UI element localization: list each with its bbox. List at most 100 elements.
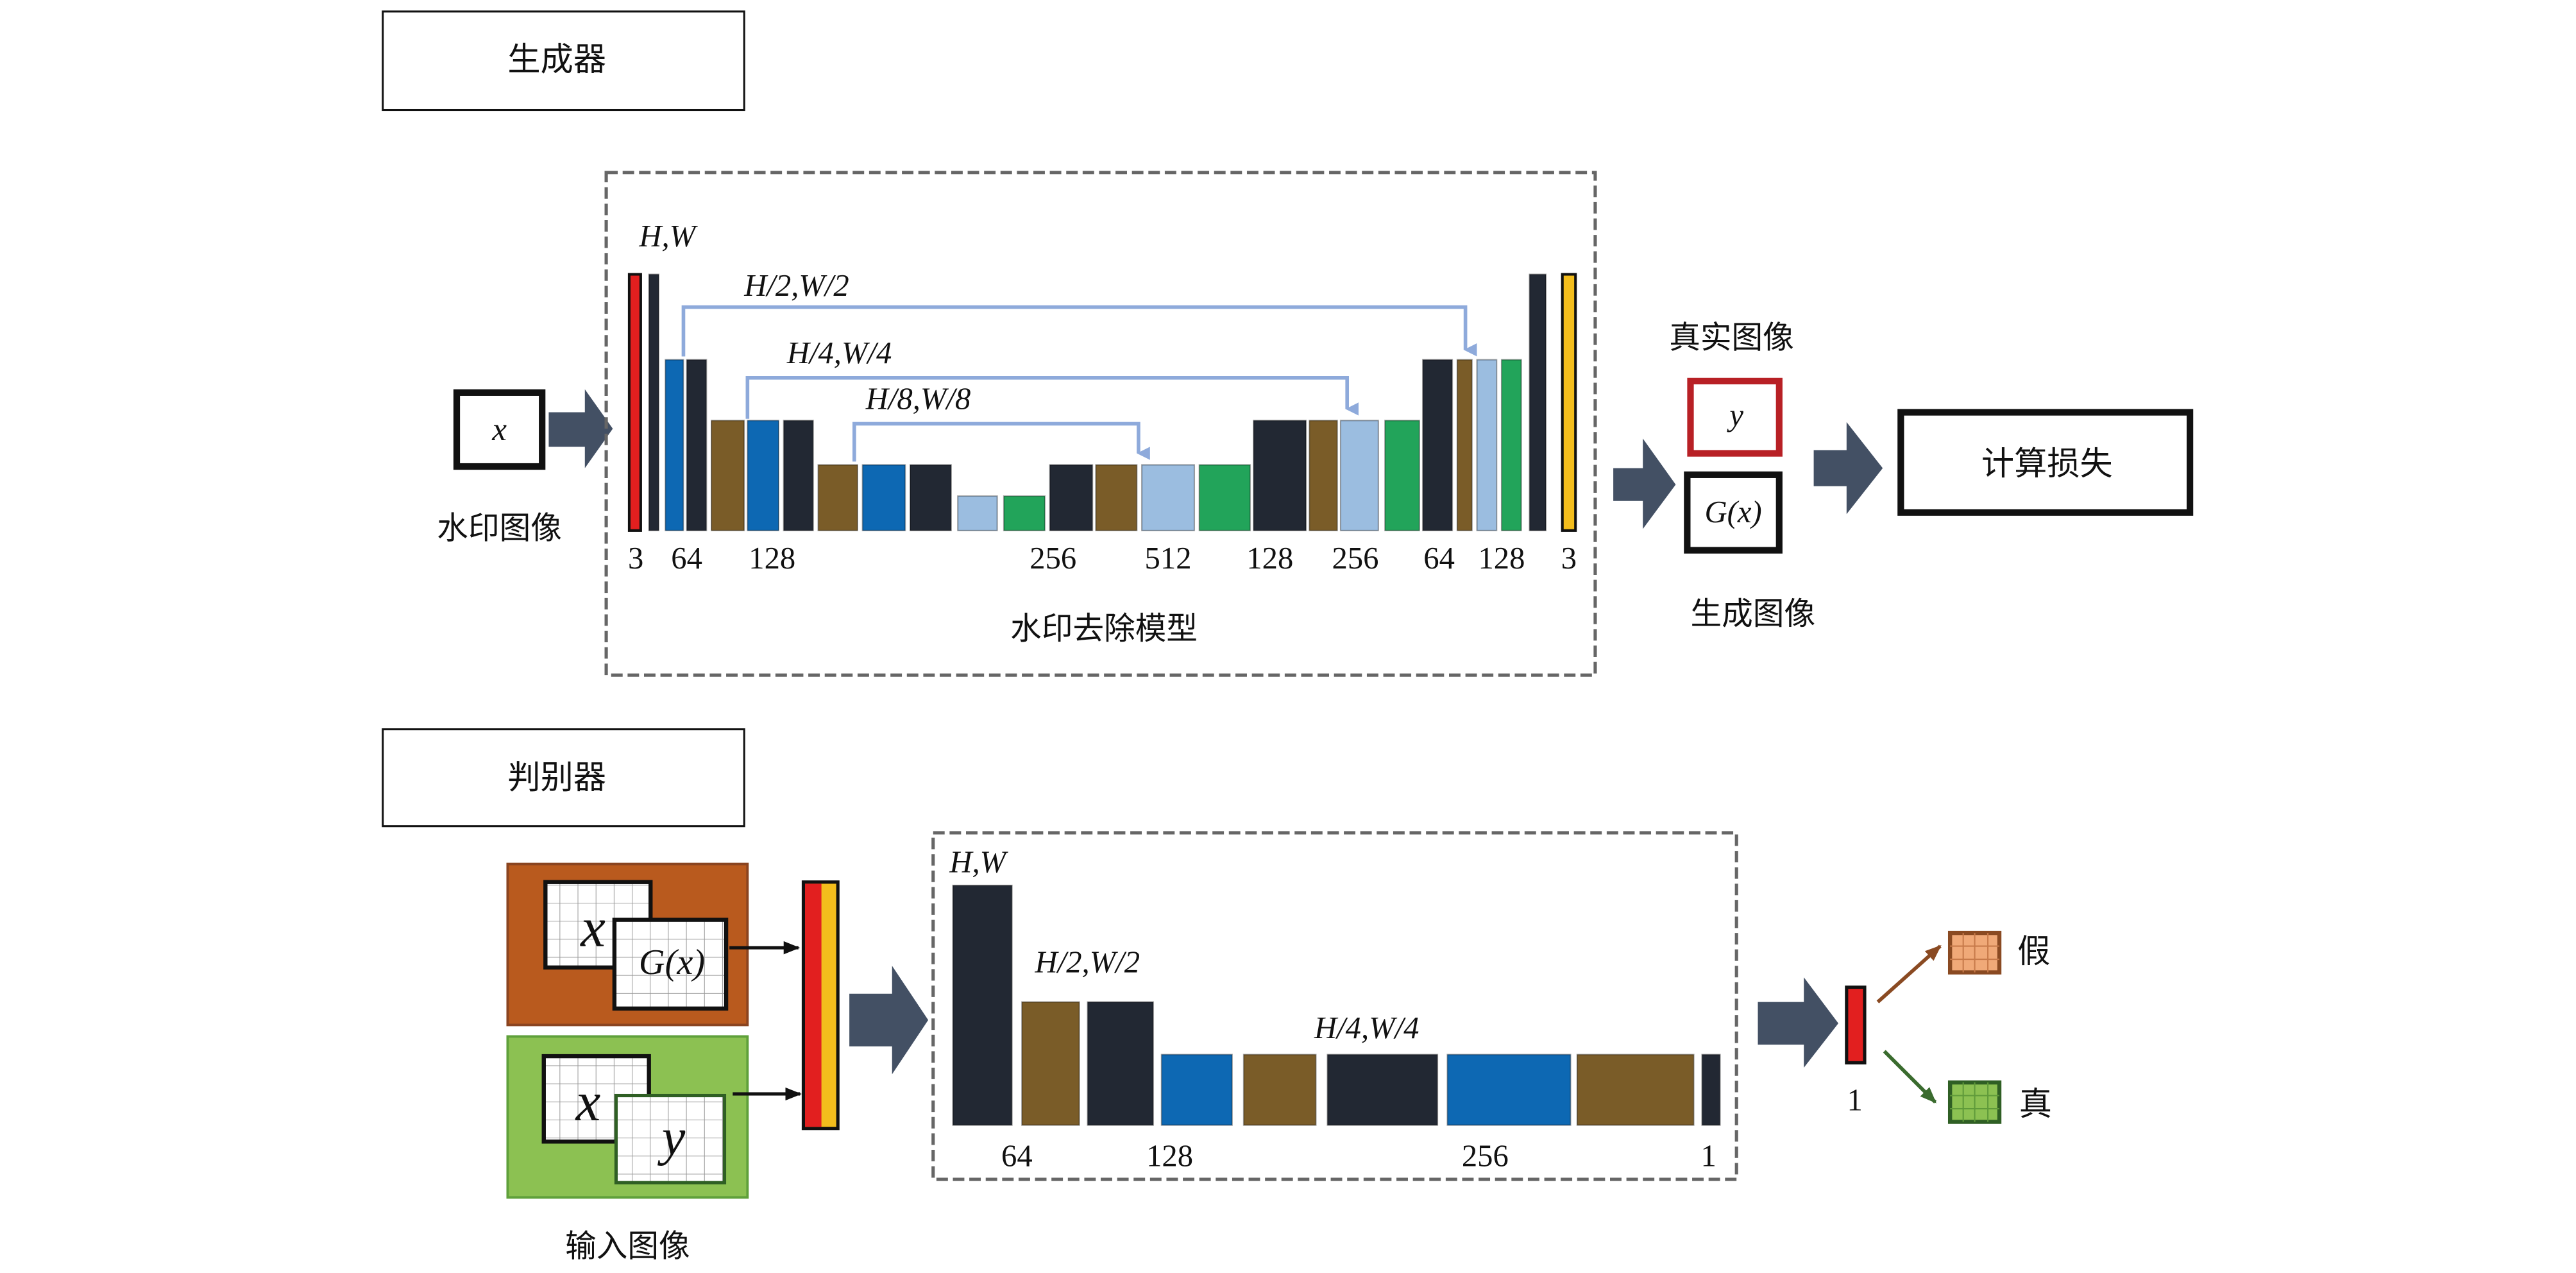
fake-label: 假 xyxy=(2017,932,2050,971)
layer-bar-brown xyxy=(1242,1054,1317,1126)
res-label-hw: H,W xyxy=(638,219,698,253)
generator-title-box xyxy=(382,10,745,112)
skip-connection-2 xyxy=(745,375,1359,419)
layer-bar-dark xyxy=(909,464,952,531)
layer-bar-brown xyxy=(817,464,858,531)
channel-label: 256 xyxy=(1332,541,1379,576)
channel-label: 64 xyxy=(671,541,702,576)
fake-output-arrow xyxy=(1876,944,1942,1004)
real-pair-y-grid xyxy=(614,1093,727,1184)
discriminator-section: 判别器 x G(x) x y 输入图像 H,W H/2,W/2 H/4,W/4 … xyxy=(382,728,2052,1264)
layer-bar-dark xyxy=(952,884,1013,1126)
layer-bar-brown xyxy=(710,420,745,531)
model-label: 水印去除模型 xyxy=(1010,611,1198,647)
concat-layer-red xyxy=(805,884,822,1127)
layer-bar-blue xyxy=(747,420,780,531)
skip-connection-3 xyxy=(852,422,1150,462)
generator-section: 生成器 x 水印图像 H,W H/2,W/2 H/4,W/4 H/8,W/8 3… xyxy=(382,10,2194,677)
layer-bar-brown xyxy=(1309,420,1338,531)
block-arrow-icon xyxy=(1813,422,1883,515)
layer-bar-red xyxy=(627,273,642,532)
layer-bar-green xyxy=(1003,495,1046,531)
watermark-removal-model-box xyxy=(604,171,1597,677)
layer-bar-dark xyxy=(1421,359,1453,531)
real-label: 真 xyxy=(2019,1085,2052,1123)
real-pair-y-symbol: y xyxy=(657,1108,686,1166)
disc-res-label-hw: H,W xyxy=(949,844,1008,879)
generator-layers xyxy=(627,273,1577,532)
generated-gx-symbol: G(x) xyxy=(1705,495,1762,529)
layer-bar-dark xyxy=(1701,1054,1721,1126)
disc-channel-label: 256 xyxy=(1462,1139,1509,1174)
channel-label: 256 xyxy=(1030,541,1076,576)
channel-label: 512 xyxy=(1145,541,1192,576)
layer-bar-lightblue xyxy=(957,495,998,531)
layer-bar-blue xyxy=(665,359,684,531)
discriminator-network-box xyxy=(931,831,1738,1181)
layer-bar-brown xyxy=(1576,1054,1695,1126)
layer-bar-green xyxy=(1384,420,1420,531)
input-x-symbol: x xyxy=(491,411,507,448)
real-y-symbol: y xyxy=(1726,398,1743,432)
disc-channel-label: 64 xyxy=(1001,1139,1033,1174)
real-pair-x-symbol: x xyxy=(575,1070,601,1132)
input-image-label: 水印图像 xyxy=(437,511,562,547)
layer-bar-lightblue xyxy=(1339,420,1379,531)
layer-bar-brown xyxy=(1021,1001,1080,1126)
layer-bar-brown xyxy=(1095,464,1138,531)
compute-loss-box xyxy=(1897,409,2194,516)
fake-patch-icon xyxy=(1947,930,2002,975)
layer-bar-dark xyxy=(1529,273,1547,531)
channel-label: 128 xyxy=(1246,541,1293,576)
generated-image-label: 生成图像 xyxy=(1691,596,1816,632)
real-y-box xyxy=(1687,377,1783,457)
channel-label: 128 xyxy=(749,541,795,576)
discriminator-layers xyxy=(952,884,1721,1126)
channel-label: 64 xyxy=(1423,541,1455,576)
block-arrow-icon xyxy=(548,389,613,468)
fake-pair-gx-grid xyxy=(612,918,729,1011)
layer-bar-lightblue xyxy=(1476,359,1498,531)
res-label-h2w2: H/2,W/2 xyxy=(743,268,849,303)
discriminator-title-box xyxy=(382,728,745,828)
disc-res-label-h4w4: H/4,W/4 xyxy=(1314,1011,1419,1045)
input-images-label: 输入图像 xyxy=(565,1228,690,1264)
layer-bar-dark xyxy=(1326,1054,1439,1126)
input-x-box xyxy=(453,389,546,470)
real-image-label: 真实图像 xyxy=(1669,320,1794,356)
layer-bar-blue xyxy=(861,464,906,531)
fake-pair-gx-symbol: G(x) xyxy=(639,943,705,982)
channel-label: 128 xyxy=(1478,541,1525,576)
channel-label: 3 xyxy=(628,541,643,576)
output-layer xyxy=(1845,986,1867,1064)
block-arrow-icon xyxy=(1613,438,1676,529)
compute-loss-label: 计算损失 xyxy=(1981,445,2113,483)
disc-res-label-h2w2: H/2,W/2 xyxy=(1035,945,1140,980)
layer-bar-blue xyxy=(1160,1054,1233,1126)
res-label-h8w8: H/8,W/8 xyxy=(865,381,971,416)
layer-bar-yellow xyxy=(1561,273,1577,532)
disc-channel-label: 128 xyxy=(1146,1139,1193,1174)
layer-bar-dark xyxy=(648,273,660,531)
block-arrow-icon xyxy=(1758,977,1839,1068)
disc-channel-label: 1 xyxy=(1701,1139,1716,1174)
channel-label: 3 xyxy=(1561,541,1577,576)
generator-title: 生成器 xyxy=(507,40,606,79)
res-label-h4w4: H/4,W/4 xyxy=(786,336,892,370)
layer-bar-brown xyxy=(1456,359,1473,531)
layer-bar-blue xyxy=(1446,1054,1572,1126)
layer-bar-dark xyxy=(686,359,708,531)
output-channel-label: 1 xyxy=(1847,1083,1862,1118)
channel-labels: 3 64 128 256 512 128 256 64 128 3 xyxy=(628,541,1577,576)
generated-gx-box xyxy=(1684,471,1783,554)
layer-bar-dark xyxy=(1253,420,1307,531)
skip-connection-1 xyxy=(681,305,1477,357)
layer-bar-dark xyxy=(1087,1001,1155,1126)
real-patch-icon xyxy=(1947,1080,2002,1124)
layer-bar-green xyxy=(1198,464,1251,531)
layer-bar-dark xyxy=(1049,464,1094,531)
block-arrow-icon xyxy=(849,966,929,1075)
layer-bar-lightblue xyxy=(1141,464,1196,531)
layer-bar-dark xyxy=(783,420,814,531)
